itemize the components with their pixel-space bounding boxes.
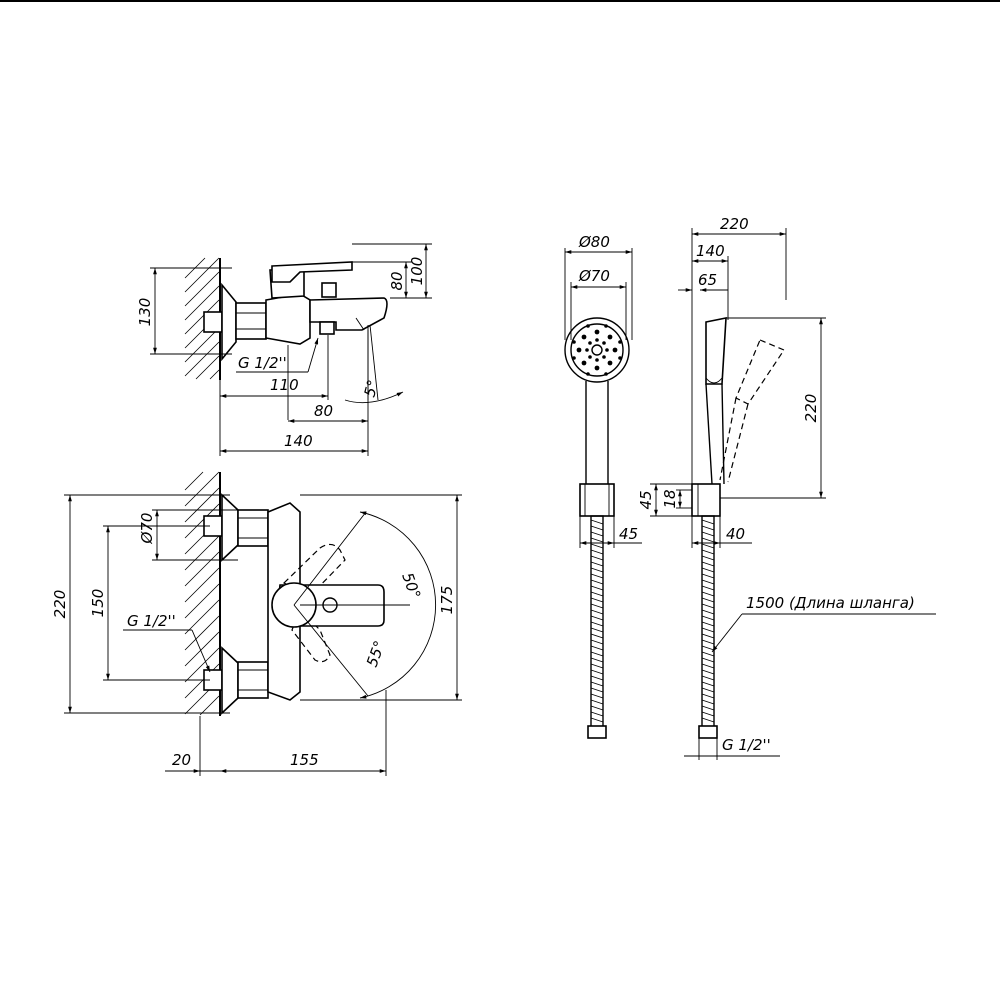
dim-shower-d80: Ø80: [578, 233, 610, 251]
shower-head-outer: [564, 317, 630, 383]
dim-front-155: 155: [290, 751, 319, 769]
shower-holder: [579, 483, 615, 517]
dim-holder-45: 45: [637, 490, 655, 509]
angle-55: 55°: [363, 638, 389, 669]
shower-nozzles: [572, 324, 622, 376]
lever-position-open: [282, 543, 346, 597]
shower-head-inner: [570, 323, 624, 377]
shower-handle: [585, 381, 609, 484]
wall-hatch-top: [184, 257, 221, 380]
holder-block: [691, 483, 721, 517]
dim-side-100: 100: [408, 257, 426, 286]
lever-handle: [271, 261, 353, 283]
dim-holder-18: 18: [661, 489, 679, 508]
hose-length-label: 1500 (Длина шланга): [746, 594, 915, 612]
side-view: 130 80 100 G 1/2'' 110 80 140 5°: [136, 243, 432, 456]
dim-front-150: 150: [89, 589, 107, 618]
thread-label-front: G 1/2'': [127, 612, 176, 630]
mixer-body: [265, 293, 311, 345]
dim-holder-220: 220: [802, 394, 820, 423]
shower-hose: [587, 515, 607, 739]
tilted-position: [735, 339, 785, 405]
dim-front-20: 20: [172, 751, 191, 769]
hex-nut-upper: [237, 509, 269, 547]
dim-side-130: 130: [136, 298, 154, 327]
front-view: 50° 55° 220 150 Ø70 G 1/2'' 175 20 155: [51, 471, 462, 776]
hex-nut-lower: [237, 661, 269, 699]
shower-head-side: [705, 317, 727, 385]
dim-shower-45: 45: [619, 525, 638, 543]
dim-holder-40: 40: [726, 525, 745, 543]
dim-front-175: 175: [438, 586, 456, 615]
holder-side-view: 220 140 65 220 45 18: [637, 215, 936, 760]
dim-holder-220-top: 220: [720, 215, 749, 233]
thread-label-side: G 1/2'': [238, 354, 287, 372]
dim-side-140: 140: [284, 432, 313, 450]
dim-side-110: 110: [270, 376, 299, 394]
dim-holder-65: 65: [698, 271, 717, 289]
escutcheon: [221, 282, 237, 362]
handle-side: [705, 383, 725, 485]
thread-label-hose: G 1/2'': [722, 736, 771, 754]
dim-side-80: 80: [314, 402, 333, 420]
diverter-knob: [321, 282, 337, 298]
rotation-arc: [359, 511, 437, 699]
lever-position-closed: [291, 608, 331, 663]
dim-front-diameter: Ø70: [138, 513, 156, 545]
dim-side-80-lever: 80: [388, 271, 406, 290]
angle-spout-5: 5°: [360, 378, 382, 399]
hand-shower-view: Ø80 Ø70: [564, 233, 642, 739]
spout-outlet: [319, 321, 335, 335]
inlet-pipe: [203, 311, 223, 333]
angle-50: 50°: [398, 570, 424, 601]
dim-shower-d70: Ø70: [578, 267, 610, 285]
dim-front-220: 220: [51, 590, 69, 619]
dim-holder-140: 140: [696, 242, 725, 260]
holder-hose: [698, 515, 718, 739]
hex-nut: [235, 302, 267, 340]
